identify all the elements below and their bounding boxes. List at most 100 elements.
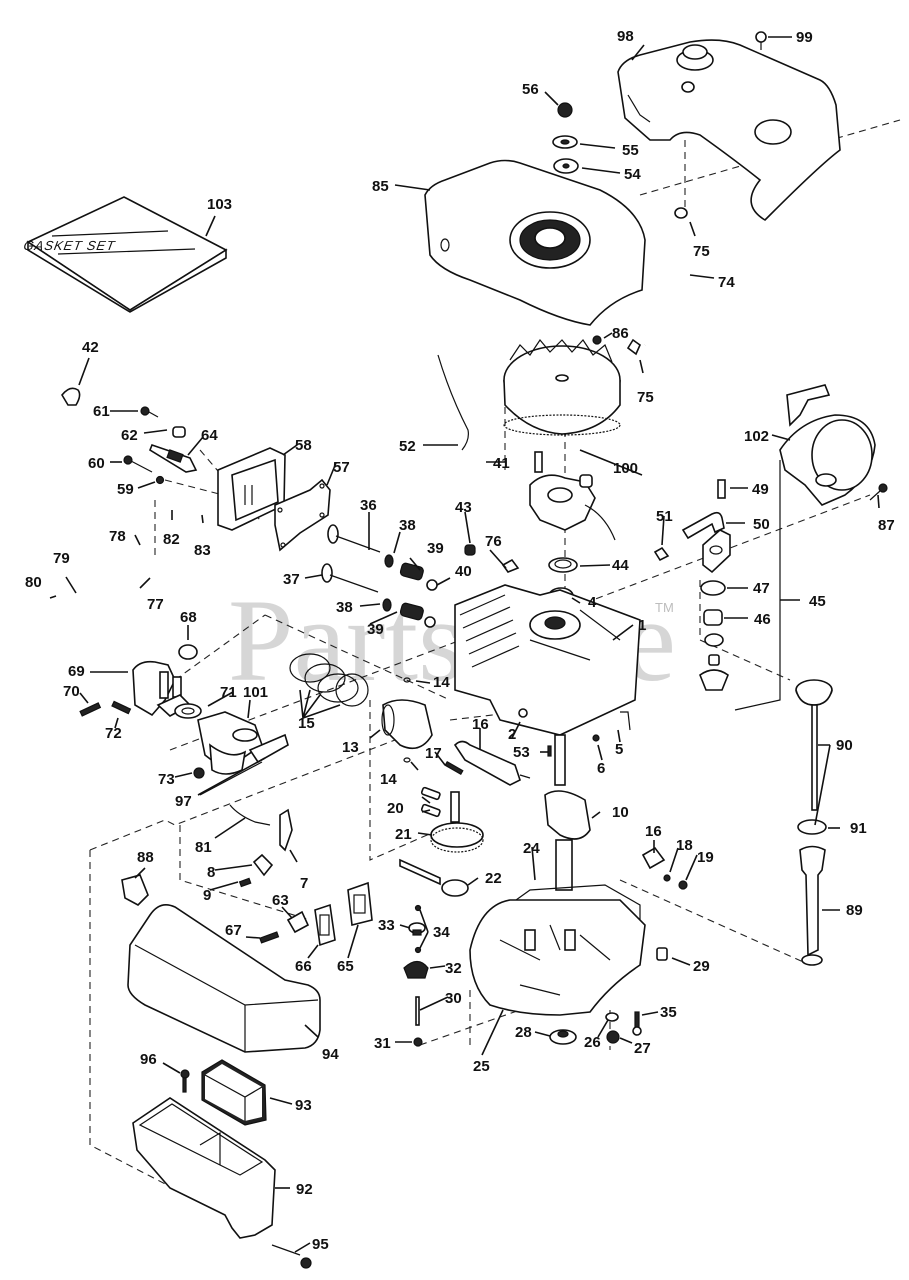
oil-fill-tube-89[interactable] [799, 845, 826, 966]
callout-66[interactable]: 66 [295, 958, 312, 975]
gasket-47[interactable] [700, 580, 726, 596]
callout-21[interactable]: 21 [395, 826, 412, 843]
callout-103[interactable]: 103 [207, 196, 232, 213]
cylinder-block-1[interactable] [454, 584, 641, 736]
callout-34[interactable]: 34 [433, 924, 450, 941]
screw-35[interactable] [632, 1011, 642, 1036]
gasket-68[interactable] [178, 644, 198, 660]
breather-tube-50[interactable] [681, 511, 725, 540]
callout-86[interactable]: 86 [612, 325, 629, 342]
callout-59[interactable]: 59 [117, 481, 134, 498]
callout-17[interactable]: 17 [425, 745, 442, 762]
breather-cover-plate[interactable] [702, 529, 731, 574]
shaft-30[interactable] [415, 996, 420, 1026]
callout-1[interactable]: 1 [638, 617, 646, 634]
intake-pipe-69[interactable] [132, 660, 192, 717]
air-cleaner-cover-94[interactable] [127, 904, 321, 1053]
callout-51[interactable]: 51 [656, 508, 673, 525]
callout-93[interactable]: 93 [295, 1097, 312, 1114]
callout-49[interactable]: 49 [752, 481, 769, 498]
callout-32[interactable]: 32 [445, 960, 462, 977]
callout-90[interactable]: 90 [836, 737, 853, 754]
callout-68[interactable]: 68 [180, 609, 197, 626]
screw-95[interactable] [271, 1244, 312, 1269]
screw-86[interactable] [592, 335, 602, 345]
callout-96[interactable]: 96 [140, 1051, 157, 1068]
callout-58[interactable]: 58 [295, 437, 312, 454]
retainer-14b[interactable] [403, 757, 411, 763]
washer-59[interactable] [155, 475, 165, 485]
callout-87[interactable]: 87 [878, 517, 895, 534]
nut-56[interactable] [557, 102, 573, 118]
rewind-starter-102[interactable] [779, 384, 876, 506]
drain-plug-27[interactable] [606, 1030, 620, 1044]
callout-28[interactable]: 28 [515, 1024, 532, 1041]
callout-29[interactable]: 29 [693, 958, 710, 975]
callout-76[interactable]: 76 [485, 533, 502, 550]
nut-73[interactable] [193, 767, 205, 779]
blower-housing-part[interactable] [424, 159, 646, 326]
washer-54[interactable] [553, 158, 579, 174]
callout-16a[interactable]: 16 [472, 716, 489, 733]
callout-36[interactable]: 36 [360, 497, 377, 514]
callout-9[interactable]: 9 [203, 887, 211, 904]
crankshaft-10[interactable] [544, 734, 591, 891]
spacer-62[interactable] [172, 426, 186, 438]
callout-53[interactable]: 53 [513, 744, 530, 761]
callout-65[interactable]: 65 [337, 958, 354, 975]
callout-85[interactable]: 85 [372, 178, 389, 195]
callout-77[interactable]: 77 [147, 596, 164, 613]
cap-43[interactable] [464, 544, 476, 556]
callout-26[interactable]: 26 [584, 1034, 601, 1051]
callout-47[interactable]: 47 [753, 580, 770, 597]
fuel-line-74[interactable] [644, 230, 682, 347]
screw-99[interactable] [755, 31, 767, 50]
callout-24[interactable]: 24 [523, 840, 540, 857]
clamp-75-bottom[interactable] [626, 338, 641, 356]
callout-69[interactable]: 69 [68, 663, 85, 680]
muffler-66[interactable] [314, 903, 336, 947]
callout-98[interactable]: 98 [617, 28, 634, 45]
nut-19[interactable] [678, 880, 688, 890]
callout-64[interactable]: 64 [201, 427, 218, 444]
callout-78[interactable]: 78 [109, 528, 126, 545]
gasket-88[interactable] [121, 874, 149, 906]
callout-8[interactable]: 8 [207, 864, 215, 881]
ground-wire-52[interactable] [437, 354, 469, 451]
governor-shaft-22[interactable] [399, 858, 469, 897]
spark-plug-cover-42[interactable] [61, 387, 81, 406]
callout-99[interactable]: 99 [796, 29, 813, 46]
cylinder-head-58[interactable] [217, 447, 286, 531]
callout-89[interactable]: 89 [846, 902, 863, 919]
piston-rings-15[interactable] [289, 653, 369, 707]
callout-38b[interactable]: 38 [336, 599, 353, 616]
valve-spring-39b[interactable] [399, 602, 425, 621]
callout-4[interactable]: 4 [588, 594, 597, 611]
exhaust-valve-36[interactable] [327, 524, 381, 553]
callout-71[interactable]: 71 [220, 684, 237, 701]
gasket-26[interactable] [605, 1012, 619, 1022]
gasket-65[interactable] [347, 881, 373, 926]
callout-7[interactable]: 7 [300, 875, 308, 892]
callout-82[interactable]: 82 [163, 531, 180, 548]
callout-63[interactable]: 63 [272, 892, 289, 909]
callout-54[interactable]: 54 [624, 166, 641, 183]
gasket-set-part[interactable]: GASKET SET [22, 196, 228, 313]
screw-87[interactable] [869, 483, 888, 501]
callout-43[interactable]: 43 [455, 499, 472, 516]
callout-97[interactable]: 97 [175, 793, 192, 810]
callout-88[interactable]: 88 [137, 849, 154, 866]
callout-100[interactable]: 100 [613, 460, 638, 477]
camshaft-21[interactable] [430, 791, 484, 853]
oil-seal-28[interactable] [549, 1029, 577, 1045]
screw-72[interactable] [111, 700, 132, 715]
bracket-7[interactable] [279, 808, 293, 852]
spark-plug-64[interactable] [149, 443, 198, 473]
callout-67[interactable]: 67 [225, 922, 242, 939]
callout-30[interactable]: 30 [445, 990, 462, 1007]
key-53[interactable] [547, 745, 552, 757]
callout-42[interactable]: 42 [82, 339, 99, 356]
callout-62[interactable]: 62 [121, 427, 138, 444]
callout-81[interactable]: 81 [195, 839, 212, 856]
gasket-71[interactable] [174, 703, 202, 719]
